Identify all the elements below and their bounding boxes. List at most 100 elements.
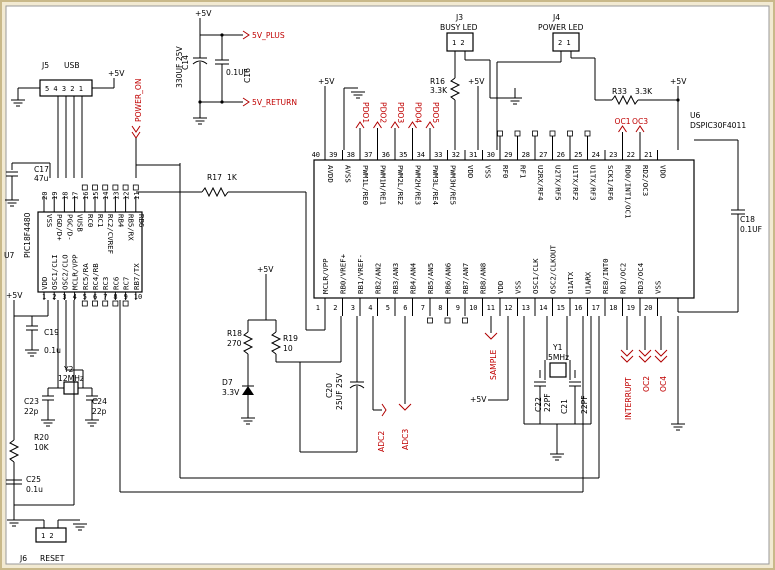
u6-pin-num: 20 [644,304,652,312]
u7-pin-label: RC2/CVREF [106,214,115,255]
u6-pin-label: PWM1L/RE0 [361,165,370,205]
j3-name: BUSY LED [440,23,478,32]
net-oc2: OC2 [642,376,651,392]
u7-pin-label: OSC1/CLI [50,254,59,290]
u6-pin-num: 2 [333,304,337,312]
u6-pin-label: PWM2L/RE2 [396,165,405,205]
u6-pin-num: 17 [592,304,600,312]
u6-pin-label: U1ARX [584,271,593,294]
d7-value: 3.3V [222,388,240,397]
u6-pin-num: 36 [382,151,390,159]
svg-text:2 1: 2 1 [558,39,571,47]
u6-ref: U6 [690,111,701,120]
net-power-on: POWER_ON [134,78,143,122]
u7-pin-num: 17 [72,192,80,200]
u6-pin-label: PWM3L/RE4 [431,165,440,206]
ground-symbol [241,417,255,425]
j4-name: POWER LED [538,23,584,32]
u6-microcontroller: 40AVDD39AVSS38PWM1L/RE037PWM1H/RE136PWM2… [312,111,746,324]
c23-value: 22p [24,407,39,416]
c17-ref: C17 [34,165,49,174]
no-connect-marker [112,300,119,307]
u6-pin-num: 13 [522,304,530,312]
u7-pin-num: 19 [51,192,59,200]
no-connect-marker [102,300,109,307]
net-sample: SAMPLE [489,349,498,380]
no-connect-marker [92,184,98,191]
u7-body [37,211,143,293]
r17-ref: R17 [207,173,222,182]
u6-pin-num: 22 [627,151,635,159]
net-5v-plus: 5V_PLUS [252,31,285,40]
net-oc4: OC4 [659,376,668,392]
u6-pin-label: PWM1H/RE1 [379,165,388,205]
u6-pin-num: 18 [609,304,617,312]
ground-symbols [5,88,685,531]
u6-pin-num: 30 [487,151,495,159]
net-pdo-label: PDO3 [396,102,405,123]
j5-name: USB [64,61,80,70]
no-connect-marker [81,300,88,307]
r19-ref: R19 [283,334,298,343]
net-5v-return: 5V_RETURN [252,98,297,107]
u7-pin-num: 5 [83,293,87,301]
u6-pin-label: SCK1/RF6 [606,165,615,201]
svg-text:5 4 3 2 1: 5 4 3 2 1 [45,85,83,93]
u6-pin-num: 1 [316,304,320,312]
c24-ref: C24 [92,397,107,406]
d7-ref: D7 [222,378,233,387]
no-connect-marker [444,317,451,324]
y2-ref: Y2 [63,365,74,374]
c18-ref: C18 [740,215,755,224]
u6-pin-label: VSS [654,281,663,294]
u6-pin-num: 38 [347,151,355,159]
c16-ref: C16 [243,68,252,83]
u6-pin-label: RF0 [501,165,510,178]
u6-pin-label: VDD [496,281,505,294]
no-connect-marker [92,300,98,307]
j4-ref: J4 [552,13,560,22]
u6-pin-num: 39 [329,151,337,159]
r18-value: 270 [227,339,242,348]
c14-ref: C14 [181,55,190,70]
u6-pin-label: RB4/AN4 [409,262,418,294]
u7-ref: U7 [4,251,15,260]
no-connect-marker [584,130,591,137]
u6-pin-num: 7 [421,304,425,312]
u7-pin-label: RC1 [96,214,105,227]
ground-symbol [73,523,87,531]
c17-block: C17 47u [6,162,51,200]
u6-pin-20: 20 VSS [644,281,663,316]
u7-pin-num: 12 [123,192,131,200]
interrupt-oc-nets: INTERRUPT OC2 OC4 [620,316,668,420]
r20-value: 10K [34,443,50,452]
u7-pin-label: RC3 [101,277,110,290]
u7-pin-label: RB7/TX [132,263,141,290]
